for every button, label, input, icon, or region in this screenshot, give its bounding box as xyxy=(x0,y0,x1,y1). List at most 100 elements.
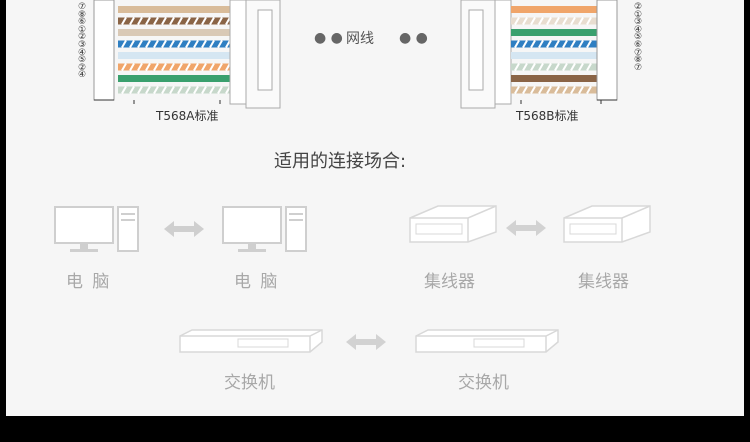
wire-stripe-hatch xyxy=(169,86,175,94)
wire-stripe-hatch xyxy=(129,40,135,48)
wire-stripe-hatch xyxy=(185,63,191,71)
pin-number: ② xyxy=(634,2,643,12)
wire-stripe-hatch xyxy=(530,17,536,25)
pin-number: ③ xyxy=(78,39,87,50)
pin-number: ⑤ xyxy=(78,55,87,66)
wire-stripe-hatch xyxy=(209,86,215,94)
wire-stripe-hatch xyxy=(514,86,520,94)
cable-left-dots: ● ● xyxy=(314,30,343,46)
wire-stripe-hatch xyxy=(145,40,151,48)
wire-stripe-hatch xyxy=(201,63,207,71)
wire-stripe-hatch xyxy=(169,40,175,48)
wire-stripe-hatch xyxy=(145,17,151,25)
wire-stripe-hatch xyxy=(193,63,199,71)
bidirectional-arrow-icon xyxy=(164,221,204,237)
wire-stripe-hatch xyxy=(554,17,560,25)
pin-number: ③ xyxy=(634,17,643,28)
pin-number: ④ xyxy=(78,47,87,58)
computer-left-label: 电 脑 xyxy=(66,272,112,292)
wire-stripe-hatch xyxy=(514,17,520,25)
t568b-connector xyxy=(460,0,618,109)
right-pin-numbers: ② ① ③ ④ ⑤ ⑥ ⑦ ⑧ ⑦ xyxy=(634,2,643,73)
wire-stripe-hatch xyxy=(225,40,231,48)
pin-number: ⑦ xyxy=(634,62,643,73)
wire-stripe-hatch xyxy=(185,40,191,48)
wire-stripe-hatch xyxy=(193,17,199,25)
wire-stripe-hatch xyxy=(121,63,127,71)
wire-stripe-hatch xyxy=(201,86,207,94)
wire-stripe-hatch xyxy=(137,17,143,25)
wire-stripe-hatch xyxy=(225,17,231,25)
wire-stripe-hatch xyxy=(554,40,560,48)
wire-stripe-hatch xyxy=(217,63,223,71)
pin-number: ⑤ xyxy=(634,32,643,43)
pin-number: ⑦ xyxy=(78,2,87,12)
wire-stripe-hatch xyxy=(586,40,592,48)
left-pin-numbers: ⑦ ⑧ ⑥ ① ② ③ ④ ⑤ ② ④ xyxy=(78,2,87,81)
wire-stripe-hatch xyxy=(169,63,175,71)
wire-stripe xyxy=(118,40,230,48)
wire-stripe-hatch xyxy=(201,40,207,48)
switch-left-label: 交换机 xyxy=(224,373,275,393)
wire-stripe-hatch xyxy=(538,63,544,71)
pin-number: ⑦ xyxy=(634,47,643,58)
hub-right-label: 集线器 xyxy=(578,272,629,292)
wire-stripe-hatch xyxy=(145,86,151,94)
wire-stripe-hatch xyxy=(161,17,167,25)
wire-stripe-hatch xyxy=(121,17,127,25)
wire-stripe-hatch xyxy=(153,86,159,94)
wire-stripe-hatch xyxy=(145,63,151,71)
wire-stripe-hatch xyxy=(177,40,183,48)
wire-stripe-hatch xyxy=(586,86,592,94)
wire-stripe-hatch xyxy=(562,86,568,94)
wire-stripe-hatch xyxy=(538,40,544,48)
hub-icon xyxy=(409,205,497,243)
wire-stripe-hatch xyxy=(578,86,584,94)
wire-stripe-hatch xyxy=(522,17,528,25)
wire-stripe-hatch xyxy=(169,17,175,25)
wire-stripe-hatch xyxy=(177,63,183,71)
wire-stripe-hatch xyxy=(538,17,544,25)
wire-stripe-hatch xyxy=(209,17,215,25)
pin-number: ① xyxy=(78,24,87,35)
wire-stripe xyxy=(511,52,597,59)
wire-stripe-hatch xyxy=(522,86,528,94)
wire-stripe xyxy=(511,86,597,94)
wire-stripe-hatch xyxy=(121,86,127,94)
wire-stripe-hatch xyxy=(530,40,536,48)
t568a-connector xyxy=(93,0,281,109)
cable-label: 网线 xyxy=(346,31,374,47)
wire-stripe-hatch xyxy=(121,40,127,48)
wire-stripe-hatch xyxy=(554,86,560,94)
pin-number: ② xyxy=(78,62,87,73)
wire-stripe-hatch xyxy=(153,40,159,48)
wire-stripe-hatch xyxy=(137,63,143,71)
switch-icon xyxy=(179,329,323,353)
wire-stripe-hatch xyxy=(562,40,568,48)
wire-stripe-hatch xyxy=(570,17,576,25)
diagram-canvas: ⑦ ⑧ ⑥ ① ② ③ ④ ⑤ ② ④ T568A标准 ● ● 网线 ● ● xyxy=(6,0,744,416)
switch-right-label: 交换机 xyxy=(458,373,509,393)
wire-stripe-hatch xyxy=(570,63,576,71)
wire-stripe xyxy=(118,86,230,94)
wire-stripe-hatch xyxy=(586,63,592,71)
wire-stripe-hatch xyxy=(217,17,223,25)
pin-number: ④ xyxy=(78,70,87,81)
wire-stripe xyxy=(511,6,597,13)
wire-stripe-hatch xyxy=(225,63,231,71)
wire-stripe-hatch xyxy=(177,17,183,25)
wire-stripe-hatch xyxy=(570,40,576,48)
wire-stripe-hatch xyxy=(161,86,167,94)
t568b-label: T568B标准 xyxy=(516,109,579,123)
wire-stripe-hatch xyxy=(225,86,231,94)
wire-stripe-hatch xyxy=(514,63,520,71)
computer-right-label: 电 脑 xyxy=(234,272,280,292)
wire-stripe-hatch xyxy=(562,17,568,25)
wire-stripe xyxy=(511,17,597,25)
wire-stripe-hatch xyxy=(530,63,536,71)
wire-stripe-hatch xyxy=(153,17,159,25)
wire-stripe-hatch xyxy=(562,63,568,71)
wire-stripe xyxy=(118,75,230,82)
t568a-label: T568A标准 xyxy=(156,109,219,123)
wire-stripe xyxy=(511,75,597,82)
